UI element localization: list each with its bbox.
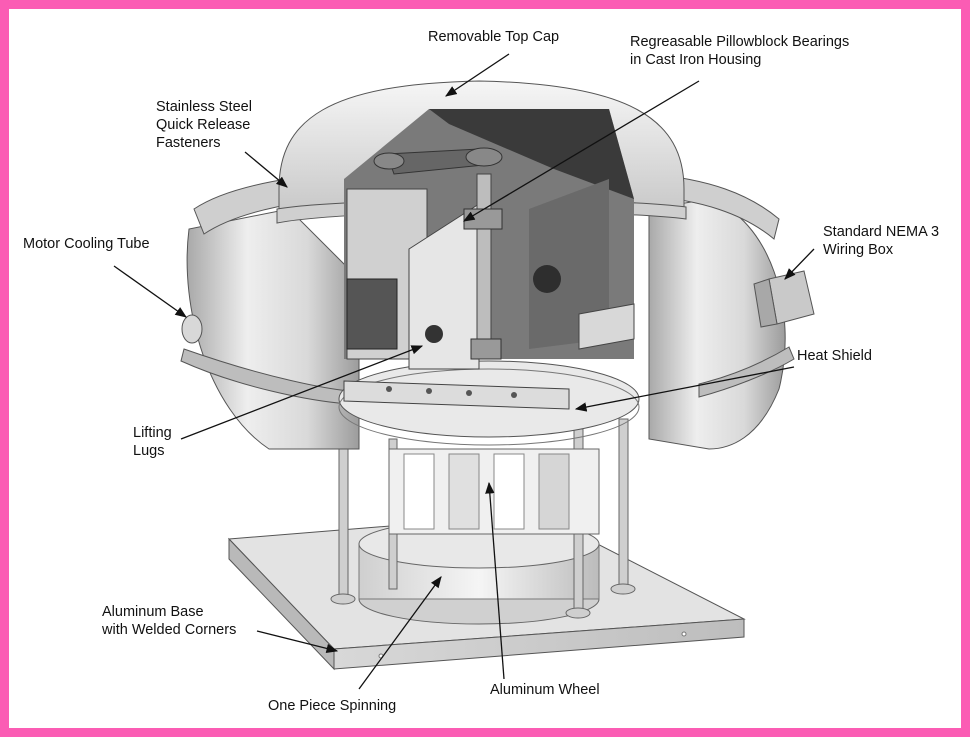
callout-heat-shield: Heat Shield — [797, 348, 872, 364]
nema-wiring-box — [753, 270, 815, 328]
motor-cooling-tube — [181, 314, 203, 344]
callout-quick-release-fasteners: Stainless Steel Quick Release Fasteners — [156, 99, 252, 151]
callout-aluminum-wheel: Aluminum Wheel — [490, 682, 600, 698]
aluminum-wheel — [388, 448, 600, 535]
pink-frame: Removable Top Cap Regreasable Pillowbloc… — [9, 9, 961, 728]
callout-removable-top-cap: Removable Top Cap — [428, 29, 560, 45]
callout-pillowblock-bearings: Regreasable Pillowblock Bearings in Cast… — [630, 34, 850, 68]
leader-lines — [113, 53, 815, 690]
callout-aluminum-base: Aluminum Base with Welded Corners — [102, 604, 237, 638]
callout-one-piece-spinning: One Piece Spinning — [268, 698, 397, 714]
callout-lifting-lugs: Lifting Lugs — [133, 425, 172, 459]
cutaway-interior — [343, 109, 635, 410]
fan-cutaway-illustration — [113, 53, 815, 690]
callout-motor-cooling-tube: Motor Cooling Tube — [23, 236, 150, 252]
callout-nema-wiring-box: Standard NEMA 3 Wiring Box — [823, 224, 940, 258]
